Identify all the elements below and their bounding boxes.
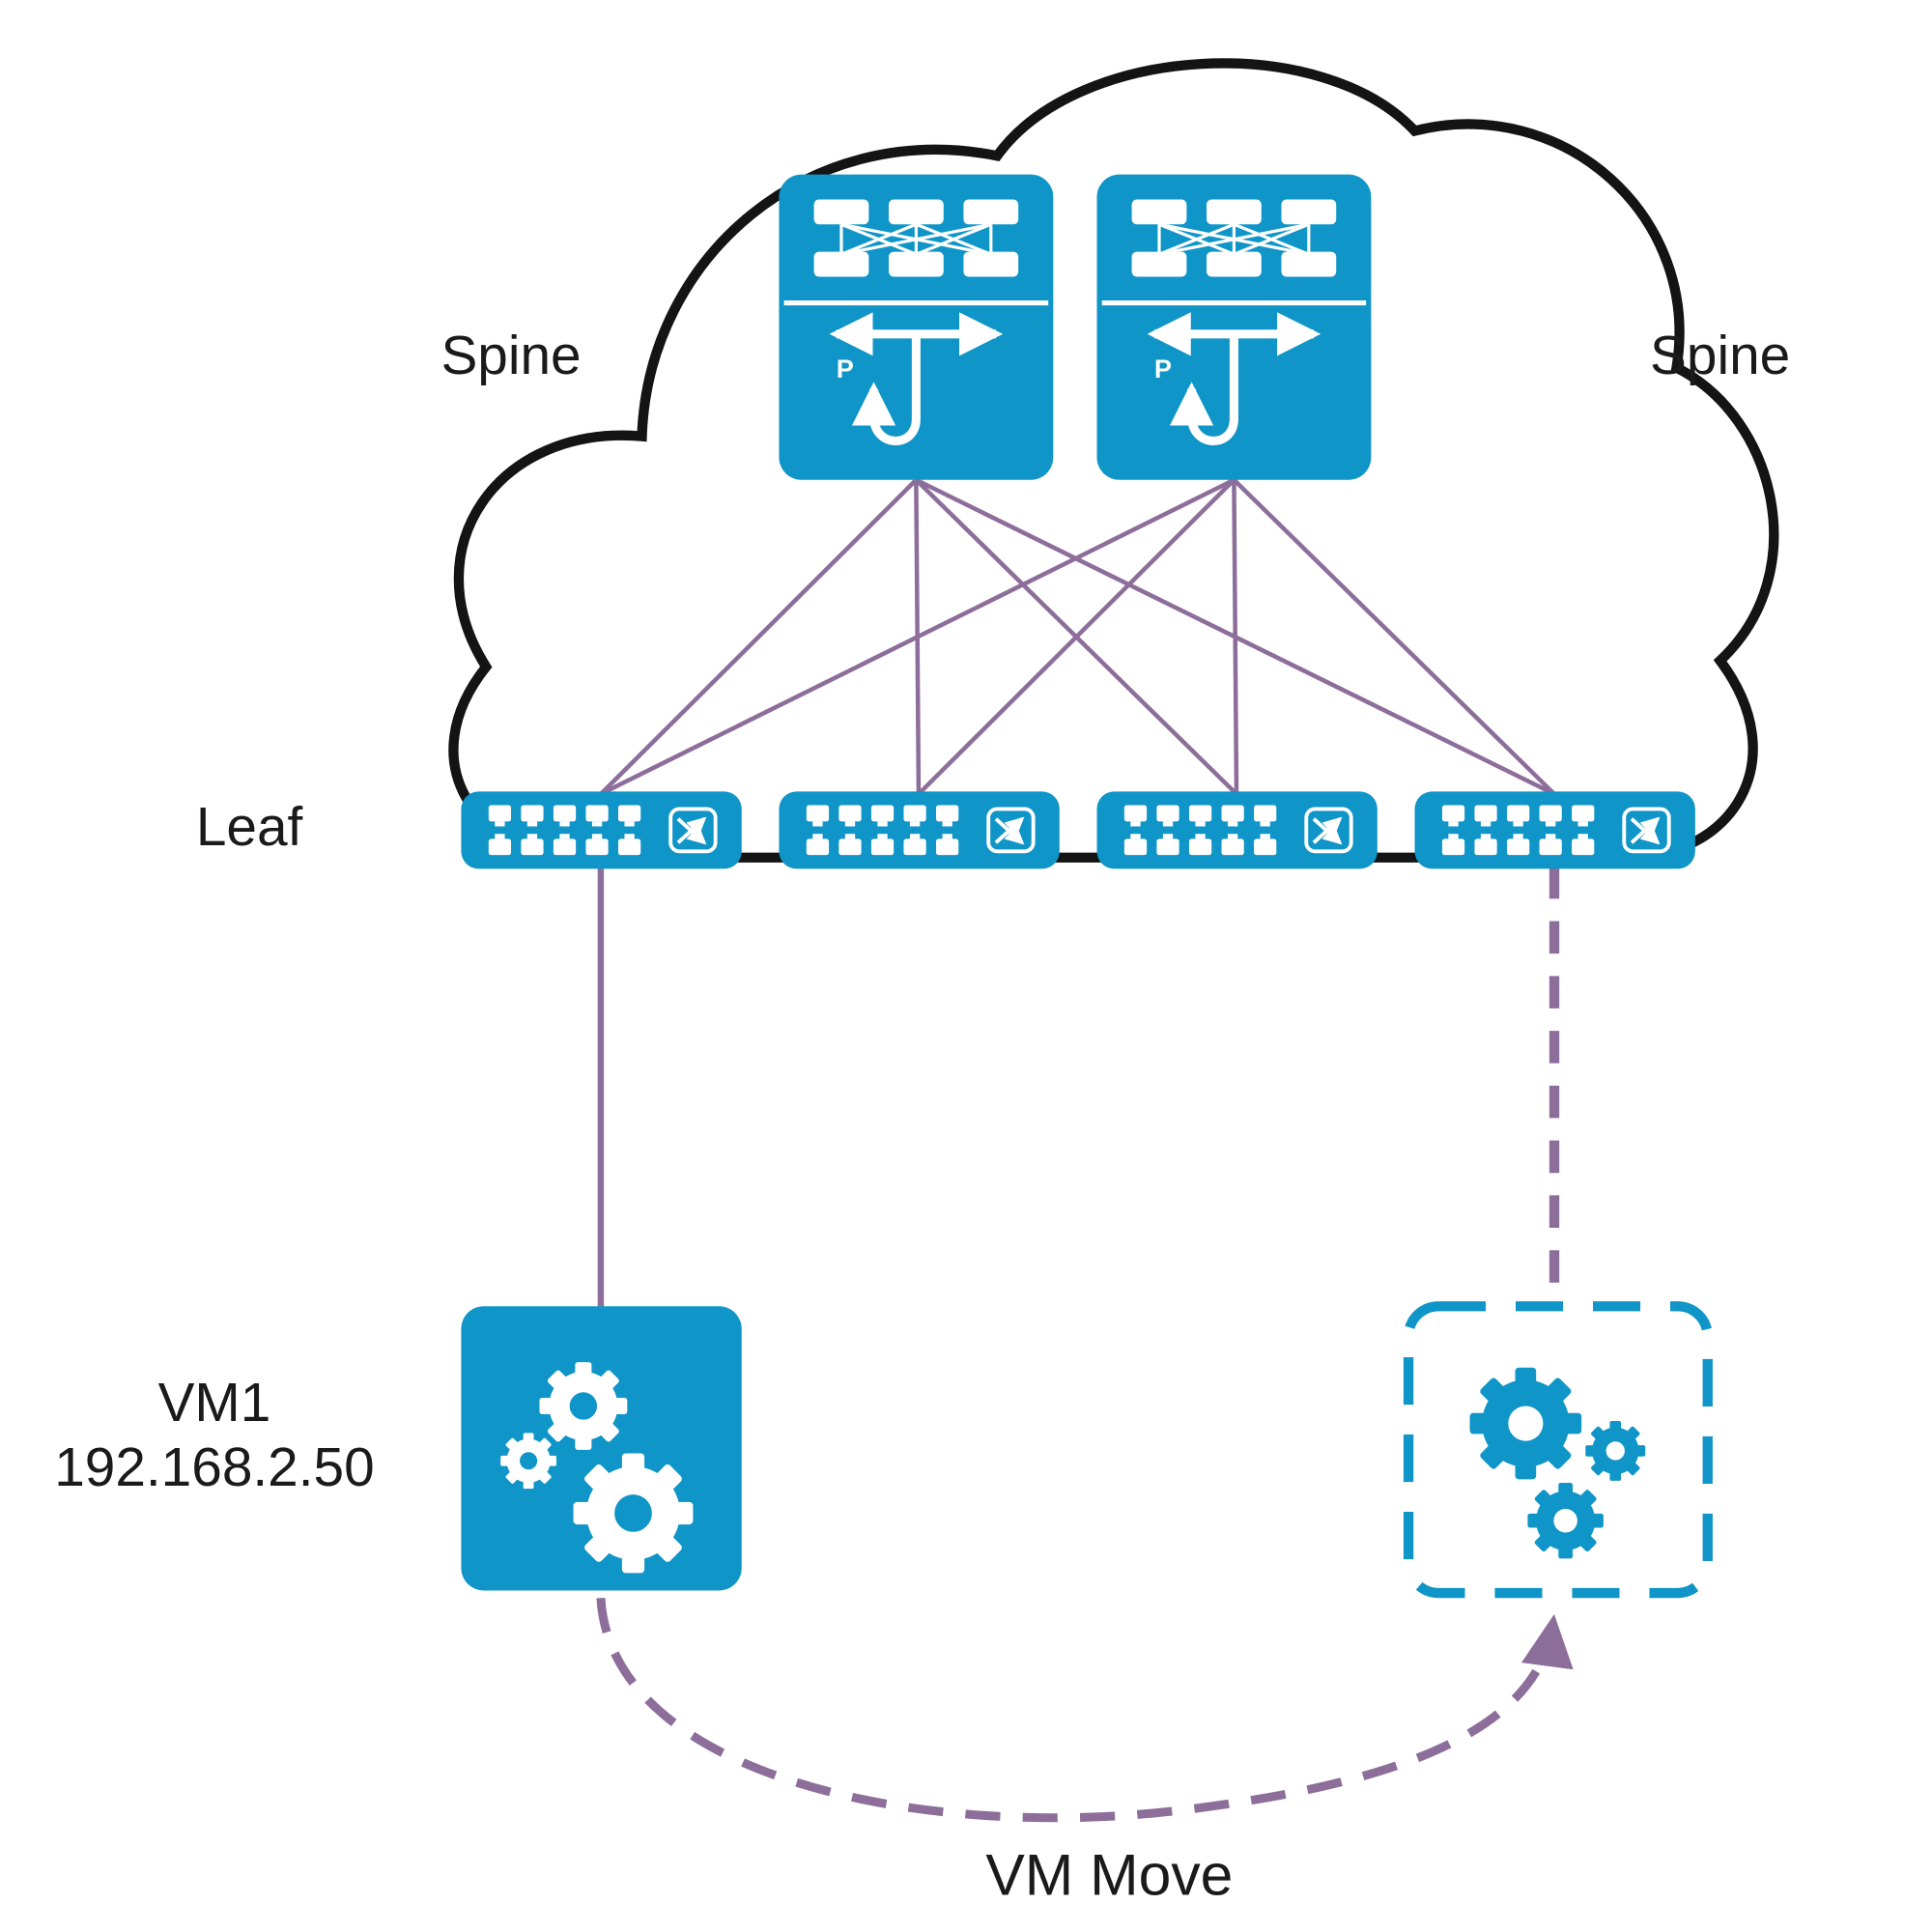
spine-switch-2 [1096,175,1371,480]
spine-label-left: Spine [440,326,581,386]
vm1-ip-label: 192.168.2.50 [54,1437,374,1498]
spine-switch-1 [779,175,1053,480]
vm1-node [461,1306,742,1591]
leaf-switch-4 [1415,791,1695,868]
vm1-gears-icon [500,1362,694,1574]
vm1-name-label: VM1 [158,1373,271,1434]
leaf-label: Leaf [196,797,303,858]
leaf-switch-2 [779,791,1059,868]
spine-leaf-links [599,477,1556,796]
vm-move-label: VM Move [985,1841,1233,1907]
leaf-switch-1 [461,791,741,868]
vm-destination-node [1403,1301,1713,1599]
vm-destination-gears-icon [1469,1367,1646,1559]
vm-move-arc [596,1597,1574,1823]
spine-label-right: Spine [1650,326,1790,386]
leaf-switch-3 [1096,791,1377,868]
